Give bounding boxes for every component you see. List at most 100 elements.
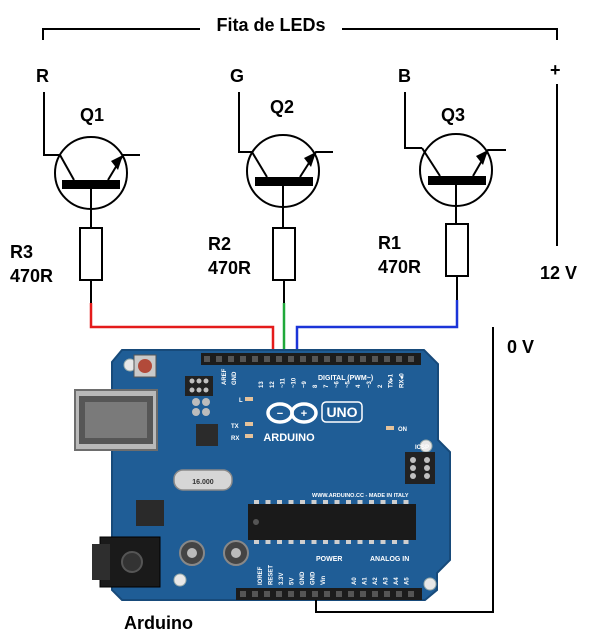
digital-pin-label: ~5 (345, 380, 351, 388)
resistor-r2-value: 470R (208, 258, 251, 278)
header-hole (288, 591, 294, 597)
chip-pin (403, 500, 409, 504)
header-hole (240, 591, 246, 597)
header-hole (348, 356, 354, 362)
wire-blue (295, 300, 459, 356)
resistor-r1-body (445, 223, 469, 277)
header-hole (336, 356, 342, 362)
header-hole (396, 591, 402, 597)
chip-pin (334, 500, 340, 504)
analog-pin-label: A1 (363, 577, 369, 585)
transistor-q2: Q2 (238, 92, 333, 228)
chip-pin (265, 540, 271, 544)
digital-pin-label: 7 (324, 384, 330, 388)
header-hole (384, 356, 390, 362)
website-label: WWW.ARDUINO.CC - MADE IN ITALY (312, 493, 409, 499)
digital-header (201, 353, 421, 365)
uno-text: UNO (326, 404, 357, 420)
chip-pin (277, 500, 282, 504)
wire-red (89, 303, 275, 356)
power-pin-label: GND (300, 571, 306, 585)
header-hole (384, 591, 390, 597)
digital-pin-label: TX▸1 (389, 373, 395, 388)
power-pin-label: 3.3V (279, 573, 285, 585)
supply-0v-label: 0 V (507, 337, 534, 357)
channel-label-red: R (36, 66, 49, 86)
header-hole (264, 356, 270, 362)
chip-pin (392, 500, 397, 504)
chip-pin (380, 540, 386, 544)
rx-label: RX (231, 436, 239, 442)
chip-pin (288, 540, 294, 544)
chip-pin (265, 500, 271, 504)
l-label: L (239, 398, 243, 404)
resistor-r2-name: R2 (208, 234, 231, 254)
header-hole (240, 356, 246, 362)
chip-pin (346, 500, 351, 504)
chip-pin (288, 500, 294, 504)
chip-pin (346, 540, 351, 544)
chip-pin (323, 500, 328, 504)
chip-pin (300, 500, 305, 504)
usb-controller-chip (196, 424, 218, 446)
chip-pin (357, 500, 363, 504)
chip-pin (323, 540, 328, 544)
voltage-regulator (136, 500, 164, 526)
chip-pin (334, 540, 340, 544)
led-strip-label: Fita de LEDs (216, 15, 325, 35)
uno-badge: UNO (321, 401, 363, 423)
resistor-r3-value: 470R (10, 266, 53, 286)
header-hole (228, 356, 234, 362)
analog-pin-label: A3 (384, 577, 390, 585)
crystal-oscillator: 16.000 (173, 469, 233, 491)
chip-pin (300, 540, 305, 544)
digital-pin-label: RX◂0 (399, 373, 405, 388)
digital-pin-label: 8 (313, 384, 319, 388)
rx-led (245, 434, 253, 438)
resistor-r3-name: R3 (10, 242, 33, 262)
chip-pin (369, 500, 374, 504)
digital-pin-label: 13 (259, 381, 265, 388)
power-pin-label: GND (311, 571, 317, 585)
chip-pin (369, 540, 374, 544)
transistor-q2-label: Q2 (270, 97, 294, 117)
chip-pin (254, 500, 259, 504)
power-pin-label: Vin (321, 575, 327, 585)
header-hole (360, 591, 366, 597)
header-hole (276, 356, 282, 362)
arduino-caption: Arduino (124, 613, 193, 633)
power-pin-label: 5V (290, 578, 296, 585)
header-hole (252, 356, 258, 362)
header-hole (408, 591, 414, 597)
header-hole (312, 356, 318, 362)
chip-pin (357, 540, 363, 544)
header-hole (300, 356, 306, 362)
l-led (245, 397, 253, 401)
digital-pin-label: ~9 (302, 380, 308, 388)
header-hole (408, 356, 414, 362)
digital-pin-label: 4 (356, 384, 362, 388)
analog-pin-label: A4 (394, 577, 400, 585)
header-hole (216, 356, 222, 362)
transistor-q1-label: Q1 (80, 105, 104, 125)
channel-label-green: G (230, 66, 244, 86)
transistor-q3: Q3 (404, 92, 506, 224)
analog-pin-label: A5 (405, 577, 411, 585)
power-header-label: POWER (316, 556, 342, 563)
svg-text:+: + (301, 408, 307, 420)
usb-chip-pads (192, 398, 210, 416)
supply-12v-label: 12 V (540, 263, 577, 283)
digital-pin-label: ~3 (367, 380, 373, 388)
header-hole (252, 591, 258, 597)
on-led (386, 426, 394, 430)
atmega-chip (248, 500, 416, 544)
power-analog-header (236, 588, 422, 600)
chip-pin (380, 500, 386, 504)
header-hole (204, 356, 210, 362)
header-hole (312, 591, 318, 597)
header-hole (360, 356, 366, 362)
crystal-label: 16.000 (192, 479, 214, 486)
arduino-board: 16.000 ICSP (74, 349, 451, 601)
